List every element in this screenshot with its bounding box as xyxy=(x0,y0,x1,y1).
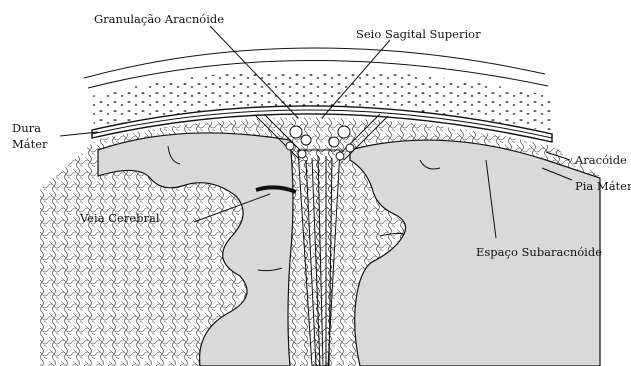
label-aracoide: Aracóide xyxy=(574,153,627,167)
label-dura-2: Máter xyxy=(12,137,48,151)
label-dura-1: Dura xyxy=(12,121,41,135)
label-seio: Seio Sagital Superior xyxy=(356,27,481,41)
label-pia: Pia Máter xyxy=(575,179,631,193)
label-espaco: Espaço Subaracnóide xyxy=(476,245,602,259)
label-veia: Veia Cerebral xyxy=(79,211,160,225)
label-granulacao: Granulação Aracnóide xyxy=(94,12,224,26)
